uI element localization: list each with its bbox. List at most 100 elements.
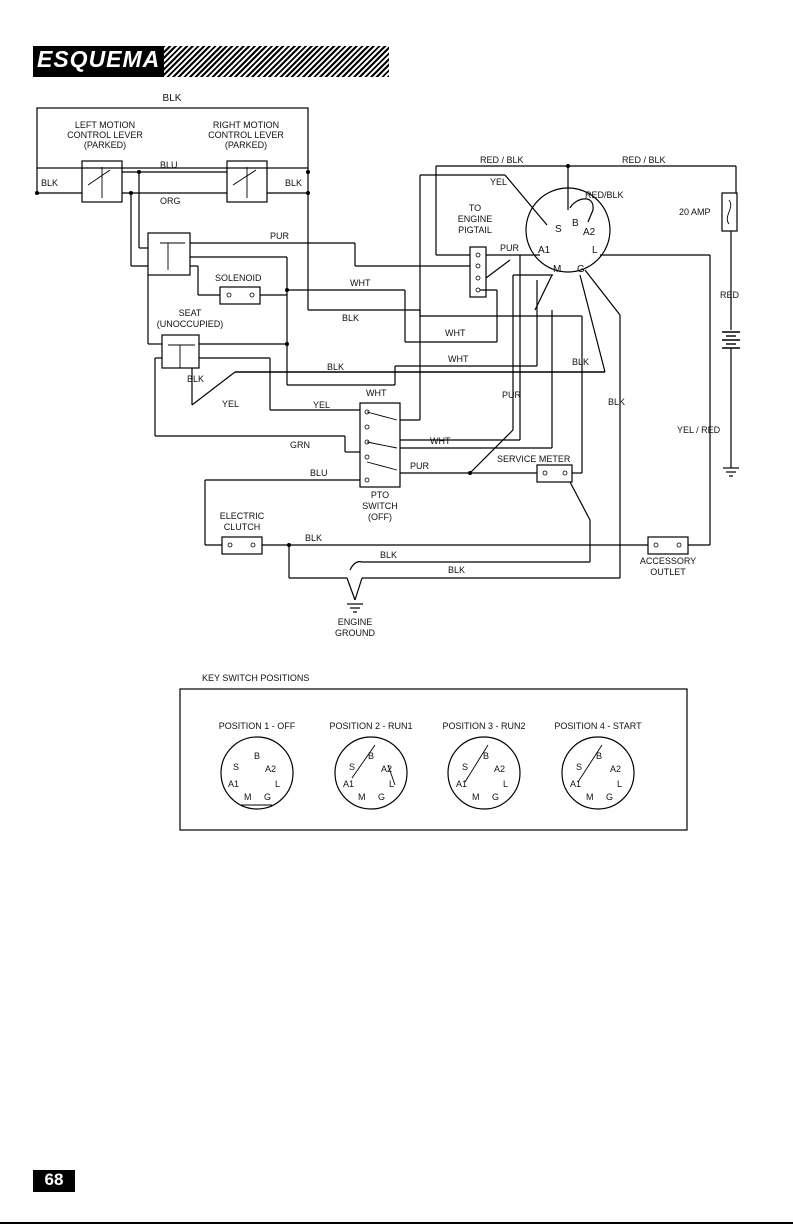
clutch-label-line1: ELECTRIC — [220, 511, 265, 521]
key-position-4-label: POSITION 4 - START — [554, 721, 642, 731]
left-lever-line3: (PARKED) — [84, 140, 126, 150]
key-position-4: POSITION 4 - START S B A2 A1 L M G — [554, 721, 642, 810]
svg-text:S: S — [233, 762, 239, 772]
svg-text:S: S — [576, 762, 582, 772]
terminal-a2: A2 — [583, 227, 596, 238]
wire-label-wht-pto2: WHT — [430, 436, 451, 446]
wire-label-wht-solenoid: WHT — [350, 278, 371, 288]
wire-label-grn: GRN — [290, 440, 310, 450]
section-title: ESQUEMA — [33, 46, 165, 77]
wire-label-blu-pto: BLU — [310, 468, 328, 478]
svg-text:G: G — [378, 792, 385, 802]
ground-label-line2: GROUND — [335, 628, 375, 638]
wire-label-red-blk-2: RED / BLK — [622, 155, 666, 165]
svg-text:A1: A1 — [228, 779, 239, 789]
svg-text:G: G — [606, 792, 613, 802]
key-positions-panel — [179, 688, 688, 831]
battery-icon — [722, 331, 740, 349]
svg-text:M: M — [472, 792, 480, 802]
svg-text:A2: A2 — [610, 764, 621, 774]
wire-label-blk-top: BLK — [163, 93, 182, 104]
right-lever-line3: (PARKED) — [225, 140, 267, 150]
key-position-2-label: POSITION 2 - RUN1 — [329, 721, 412, 731]
key-positions-title: KEY SWITCH POSITIONS — [202, 673, 309, 683]
pigtail-line3: PIGTAIL — [458, 225, 492, 235]
left-lever-line2: CONTROL LEVER — [67, 130, 143, 140]
wire-label-blk-right: BLK — [285, 178, 302, 188]
wire-label-wht-loop: WHT — [445, 328, 466, 338]
fuse-20amp — [721, 192, 738, 232]
svg-text:B: B — [483, 751, 489, 761]
svg-text:A1: A1 — [343, 779, 354, 789]
svg-text:A2: A2 — [381, 764, 392, 774]
outlet-label-line1: ACCESSORY — [640, 556, 696, 566]
svg-text:B: B — [368, 751, 374, 761]
wire-label-red-blk-a2: RED/BLK — [585, 190, 624, 200]
key-position-1: POSITION 1 - OFF S B A2 A1 L M G — [219, 721, 296, 810]
left-lever-switch — [81, 160, 123, 203]
solenoid-label: SOLENOID — [215, 273, 262, 283]
accessory-outlet — [647, 536, 689, 555]
battery-ground-icon — [723, 467, 739, 477]
engine-ground-icon — [347, 603, 363, 613]
wire-label-blk-key2: BLK — [608, 397, 625, 407]
svg-text:L: L — [389, 779, 394, 789]
pto-label-line1: PTO — [371, 490, 389, 500]
wire-label-wht-pto: WHT — [366, 388, 387, 398]
wire-label-blk-seat: BLK — [187, 374, 204, 384]
left-lever-line1: LEFT MOTION — [75, 120, 135, 130]
key-position-1-label: POSITION 1 - OFF — [219, 721, 296, 731]
svg-text:L: L — [617, 779, 622, 789]
wire-label-red: RED — [720, 290, 740, 300]
ground-label-line1: ENGINE — [338, 617, 373, 627]
svg-text:A1: A1 — [456, 779, 467, 789]
bottom-rule — [0, 1222, 793, 1224]
outlet-label-line2: OUTLET — [650, 567, 686, 577]
wire-label-blk-left: BLK — [41, 178, 58, 188]
page-number-box: 68 — [33, 1170, 75, 1192]
page-number: 68 — [33, 1170, 75, 1192]
wire-label-pur-a1: PUR — [500, 243, 520, 253]
service-meter-label: SERVICE METER — [497, 454, 571, 464]
terminal-s: S — [555, 224, 562, 235]
relay-block — [147, 232, 191, 276]
pto-label-line3: (OFF) — [368, 512, 392, 522]
right-lever-switch — [226, 160, 268, 203]
svg-text:S: S — [349, 762, 355, 772]
svg-text:B: B — [596, 751, 602, 761]
svg-text:A2: A2 — [265, 764, 276, 774]
key-position-2: POSITION 2 - RUN1 S B A2 A1 L M G — [329, 721, 413, 810]
key-position-3-label: POSITION 3 - RUN2 — [442, 721, 525, 731]
engine-pigtail-connector — [469, 246, 487, 298]
wire-label-yel-key: YEL — [490, 177, 507, 187]
pigtail-line1: TO — [469, 203, 481, 213]
svg-text:B: B — [254, 751, 260, 761]
terminal-a1: A1 — [538, 245, 551, 256]
wire-label-blk-key: BLK — [572, 357, 589, 367]
wire-label-yel-pto: YEL — [313, 400, 330, 410]
terminal-b: B — [572, 218, 579, 229]
wire-label-blk-clutch: BLK — [305, 533, 322, 543]
fuse-label: 20 AMP — [679, 207, 711, 217]
wire-label-blk-mid: BLK — [342, 313, 359, 323]
pto-switch — [359, 402, 401, 488]
svg-text:S: S — [462, 762, 468, 772]
seat-switch — [161, 334, 200, 369]
wire-label-yel-seat: YEL — [222, 399, 239, 409]
wire-label-org: ORG — [160, 196, 181, 206]
seat-label-line2: (UNOCCUPIED) — [157, 319, 224, 329]
svg-text:G: G — [264, 792, 271, 802]
terminal-g: G — [577, 264, 585, 275]
svg-text:L: L — [503, 779, 508, 789]
svg-text:G: G — [492, 792, 499, 802]
clutch-label-line2: CLUTCH — [224, 522, 261, 532]
wire-label-red-blk-1: RED / BLK — [480, 155, 524, 165]
right-lever-line1: RIGHT MOTION — [213, 120, 279, 130]
seat-label-line1: SEAT — [179, 308, 202, 318]
svg-text:A1: A1 — [570, 779, 581, 789]
svg-text:M: M — [586, 792, 594, 802]
section-header: ESQUEMA — [33, 46, 389, 77]
svg-text:M: M — [358, 792, 366, 802]
wire-label-yel-red: YEL / RED — [677, 425, 721, 435]
